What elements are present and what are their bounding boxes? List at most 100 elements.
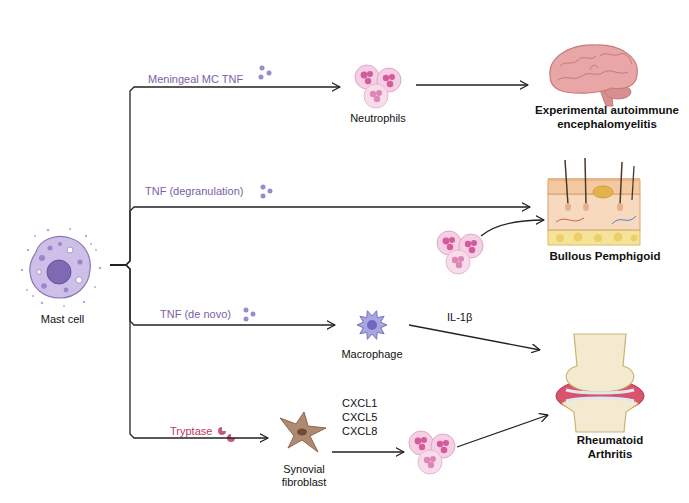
mast-cell-illustration-part <box>48 246 53 251</box>
mast-cell-illustration-part <box>32 295 34 297</box>
mast-cell-illustration-part <box>85 235 87 237</box>
mast-cell-illustration-part <box>27 249 29 251</box>
skin-illustration-part <box>556 218 584 222</box>
cell-node: Mast cell <box>15 225 110 330</box>
skin-illustration-part <box>617 203 623 211</box>
node-label: Mast cell <box>41 313 84 326</box>
skin-illustration-part <box>620 162 622 205</box>
mast-cell-illustration-part <box>41 302 44 305</box>
leader-arrow <box>332 451 404 452</box>
tryptase-symbol-part <box>227 434 235 442</box>
arrow-connector <box>110 87 340 265</box>
tnf-symbol <box>244 308 256 322</box>
mast-cell-illustration-part <box>99 267 102 270</box>
skin-illustration-part <box>574 233 583 242</box>
brain-illustration <box>550 45 637 106</box>
tnf-symbol-part <box>244 317 249 322</box>
mediator-label: TNF (de novo) <box>160 307 231 321</box>
mast-cell-illustration-part <box>30 237 90 298</box>
mast-cell-illustration-part <box>76 277 82 283</box>
neutrophil-cluster <box>355 65 401 108</box>
node-text-group: Macrophage <box>335 348 409 361</box>
tnf-symbol-part <box>261 185 266 190</box>
mast-cell-illustration-part <box>90 243 92 245</box>
node-text-group: Synovial fibroblast <box>268 463 340 489</box>
skin-illustration-part <box>548 178 640 181</box>
mast-cell-illustration-part <box>58 242 62 246</box>
cell-node: Macrophage <box>335 303 409 363</box>
arrow-connector <box>110 207 530 265</box>
arrow-connector <box>409 325 540 350</box>
cell-node: Bullous Pemphigoid <box>530 160 680 266</box>
chemokine-label: CXCL1 <box>342 396 377 410</box>
mediator-label: IL-1β <box>447 310 472 324</box>
skin-illustration-part <box>593 186 613 198</box>
brain-illustration-part <box>590 65 598 70</box>
node-label: Bullous Pemphigoid <box>549 250 660 264</box>
tnf-symbol-part <box>268 189 273 194</box>
mast-cell-illustration-part <box>63 305 65 307</box>
skin-illustration-part <box>631 235 638 242</box>
skin-illustration <box>548 158 640 245</box>
tnf-symbol <box>259 66 272 80</box>
mast-cell-illustration-part <box>64 288 69 293</box>
skin-illustration-part <box>612 216 636 224</box>
joint-illustration <box>556 334 644 432</box>
mast-cell-illustration-part <box>95 249 97 251</box>
tryptase-symbol <box>218 427 235 442</box>
leader-arrow <box>457 415 548 447</box>
joint-illustration-part <box>566 398 634 401</box>
skin-illustration-part <box>614 233 623 242</box>
mast-cell-illustration-part <box>39 255 45 261</box>
cell-node: Synovial fibroblast <box>268 408 340 493</box>
skin-illustration-part <box>583 203 589 211</box>
tnf-symbol-part <box>259 75 264 80</box>
arrow-connector <box>110 265 335 325</box>
node-text-group: Neutrophils <box>340 112 416 125</box>
mast-cell-illustration <box>21 228 102 307</box>
leader-arrow <box>481 220 544 236</box>
macrophage-illustration <box>357 311 387 340</box>
mediator-label: TNF (degranulation) <box>145 184 243 198</box>
mast-cell-illustration-part <box>34 235 36 237</box>
mast-cell-illustration-part <box>83 301 85 303</box>
tnf-symbol-part <box>251 312 256 317</box>
tnf-symbol <box>261 185 273 199</box>
cell-node: Experimental autoimmune encephalomyeliti… <box>528 42 686 134</box>
chemokine-label: CXCL5 <box>342 410 377 424</box>
cell-node: Rheumatoid Arthritis <box>540 330 680 465</box>
brain-illustration-part <box>600 54 632 64</box>
mediator-label: Tryptase <box>170 424 212 438</box>
skin-illustration-part <box>632 166 634 200</box>
mast-cell-illustration-part <box>26 289 28 291</box>
mast-cell-illustration-part <box>47 260 71 284</box>
brain-illustration-part <box>550 45 637 93</box>
skin-illustration-part <box>556 234 564 242</box>
joint-illustration-part <box>566 334 634 392</box>
macrophage-illustration-part <box>357 311 387 340</box>
node-text-group: Mast cell <box>15 313 110 326</box>
neutrophil-cluster <box>437 231 483 274</box>
node-label: Synovial fibroblast <box>273 463 335 489</box>
mast-cell-illustration-part <box>94 286 96 288</box>
neutrophil-cluster <box>409 431 455 474</box>
macrophage-illustration-part <box>367 320 377 330</box>
mast-cell-illustration-part <box>47 229 50 232</box>
mast-cell-illustration-part <box>41 283 47 289</box>
tryptase-symbol-part <box>218 427 226 435</box>
skin-illustration-part <box>565 160 568 205</box>
node-label: Rheumatoid Arthritis <box>565 434 655 462</box>
node-text-group: Bullous Pemphigoid <box>530 250 680 264</box>
fibroblast-illustration <box>280 412 326 452</box>
fibroblast-illustration-part <box>297 429 307 436</box>
chemokine-label: CXCL8 <box>342 424 377 438</box>
brain-illustration-part <box>560 56 596 66</box>
node-label: Experimental autoimmune encephalomyeliti… <box>528 104 686 132</box>
skin-illustration-part <box>548 194 640 230</box>
skin-illustration-part <box>565 203 571 211</box>
tnf-symbol-part <box>267 71 272 76</box>
cell-node: Neutrophils <box>340 58 416 128</box>
mast-cell-illustration-part <box>77 259 82 264</box>
arrow-connector <box>416 84 528 85</box>
node-text-group: Rheumatoid Arthritis <box>540 434 680 462</box>
